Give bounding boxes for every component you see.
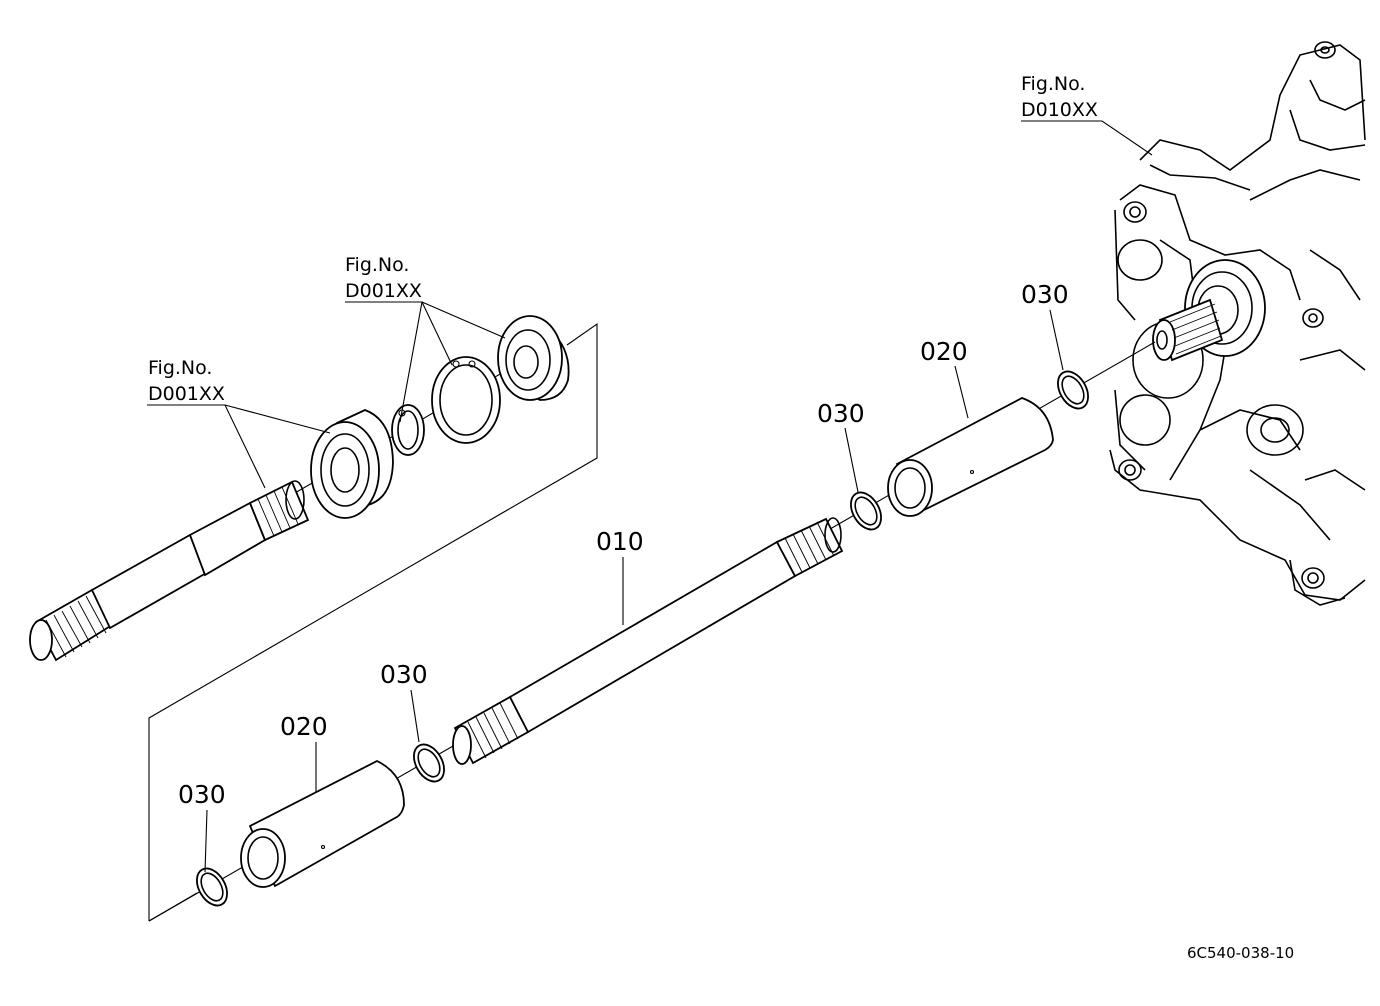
callout-sleeve-020-lower: 020	[280, 712, 328, 741]
callout-oring-030-2: 030	[380, 660, 428, 689]
fig-ref-code-2: D001XX	[345, 280, 422, 302]
internal-circlip	[391, 404, 425, 456]
leader-lines	[147, 120, 1153, 873]
o-ring-1	[196, 867, 228, 907]
sleeve-lower	[240, 759, 405, 888]
callout-oring-030-3: 030	[817, 399, 865, 428]
o-ring-3	[850, 491, 882, 531]
main-shaft	[452, 517, 844, 765]
callout-oring-030-4: 030	[1021, 280, 1069, 309]
ball-bearing	[310, 409, 394, 519]
input-shaft	[29, 480, 310, 662]
fig-ref-label-3: Fig.No.	[1021, 73, 1085, 95]
o-ring-4	[1057, 370, 1089, 410]
oil-seal	[497, 315, 570, 401]
fig-ref-label-2: Fig.No.	[345, 254, 409, 276]
o-ring-2	[413, 743, 445, 783]
diagram-code: 6C540-038-10	[1187, 944, 1294, 962]
callout-shaft-010: 010	[596, 527, 644, 556]
sleeve-upper	[887, 397, 1054, 517]
fig-ref-label-1: Fig.No.	[148, 357, 212, 379]
callout-oring-030-1: 030	[178, 780, 226, 809]
callout-sleeve-020-upper: 020	[920, 337, 968, 366]
transmission-housing	[1109, 41, 1366, 606]
fig-ref-code-1: D001XX	[148, 383, 225, 405]
callout-labels: 010 020 020 030 030 030 030	[178, 280, 1069, 809]
snap-ring	[431, 356, 501, 444]
fig-ref-code-3: D010XX	[1021, 99, 1098, 121]
figure-references: Fig.No. D001XX Fig.No. D001XX Fig.No. D0…	[148, 73, 1098, 405]
main-shaft-splines	[467, 521, 835, 759]
input-shaft-splines	[45, 486, 299, 658]
